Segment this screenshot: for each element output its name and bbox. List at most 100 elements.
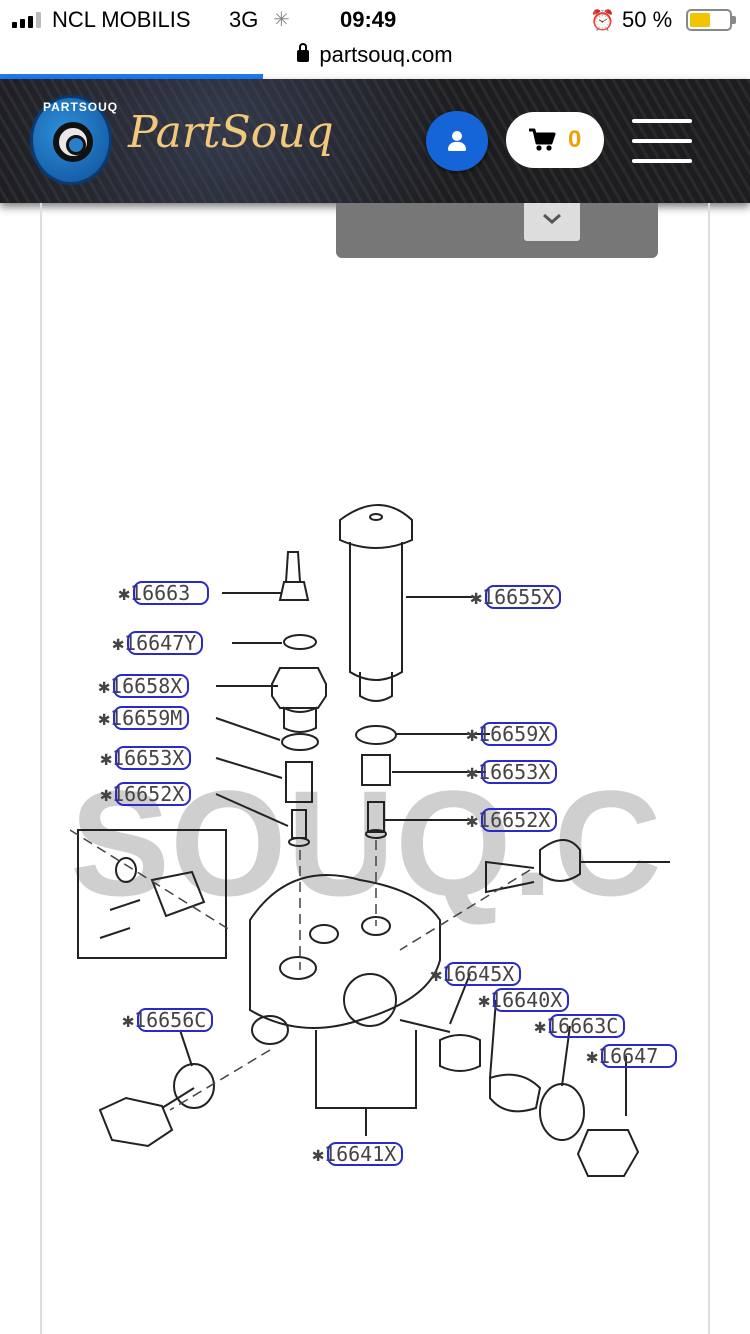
part-number-link: 16652 <box>478 808 538 832</box>
part-highlight <box>481 808 557 832</box>
part-label[interactable]: ✱16659M <box>98 706 189 730</box>
part-number-link: 16645 <box>442 962 502 986</box>
svg-text:✱16652X: ✱16652X <box>100 782 184 806</box>
partsouq-logo-icon[interactable]: PARTSOUQ <box>30 95 117 185</box>
part-prefix: ✱ <box>466 760 478 784</box>
activity-spinner-icon: ✳ <box>273 9 290 31</box>
svg-text:✱16647Y: ✱16647Y <box>112 631 196 655</box>
part-highlight <box>115 782 191 806</box>
hamburger-menu-icon[interactable] <box>632 119 692 165</box>
dropdown-panel[interactable] <box>336 203 658 258</box>
part-prefix: ✱ <box>112 631 124 655</box>
part-number-link: 16647 <box>598 1044 658 1068</box>
part-number-link: 16659 <box>478 722 538 746</box>
part-label[interactable]: ✱16659X <box>466 722 557 746</box>
part-label[interactable]: ✱16647 <box>586 1044 677 1068</box>
part-number-link: 16663 <box>546 1014 606 1038</box>
svg-text:✱16641X: ✱16641X <box>312 1142 396 1166</box>
cart-icon <box>529 128 556 151</box>
part-label[interactable]: ✱16663C <box>534 1014 625 1038</box>
svg-text:✱16663C: ✱16663C <box>534 1014 618 1038</box>
brand-name[interactable]: PartSouq <box>128 107 334 158</box>
part-suffix: M <box>170 706 182 730</box>
address-bar[interactable]: partsouq.com <box>0 40 750 76</box>
part-number-link: 16655 <box>482 585 542 609</box>
part-prefix: ✱ <box>100 746 112 770</box>
part-suffix: X <box>172 746 184 770</box>
part-suffix: X <box>542 585 554 609</box>
part-prefix: ✱ <box>98 674 110 698</box>
svg-text:✱16647: ✱16647 <box>586 1044 658 1068</box>
part-highlight <box>549 1014 625 1038</box>
part-number-link: 16656 <box>134 1008 194 1032</box>
part-prefix: ✱ <box>586 1044 598 1068</box>
url-text[interactable]: partsouq.com <box>319 42 453 67</box>
part-labels[interactable]: ✱16663✱16647Y✱16658X✱16659M✱16653X✱16652… <box>98 581 677 1166</box>
svg-text:✱16653X: ✱16653X <box>466 760 550 784</box>
part-highlight <box>445 962 521 986</box>
svg-text:✱16652X: ✱16652X <box>466 808 550 832</box>
logo-text: PARTSOUQ <box>43 100 119 114</box>
part-prefix: ✱ <box>100 782 112 806</box>
signal-strength-icon <box>12 12 41 28</box>
part-highlight <box>137 1008 213 1032</box>
part-highlight <box>327 1142 403 1166</box>
network-type: 3G <box>229 7 259 32</box>
clock: 09:49 <box>340 7 397 32</box>
part-prefix: ✱ <box>478 988 490 1012</box>
part-suffix: X <box>170 674 182 698</box>
svg-text:✱16655X: ✱16655X <box>470 585 554 609</box>
watermark: SOUQ.C <box>70 759 662 927</box>
part-label[interactable]: ✱16645X <box>430 962 521 986</box>
svg-text:✱16659X: ✱16659X <box>466 722 550 746</box>
part-label[interactable]: ✱16640X <box>478 988 569 1012</box>
content-frame <box>40 203 710 1334</box>
svg-text:✱16658X: ✱16658X <box>98 674 182 698</box>
part-label[interactable]: ✱16663 <box>118 581 209 605</box>
part-number-link: 16659 <box>110 706 170 730</box>
battery-percentage: 50 % <box>622 7 673 32</box>
part-label[interactable]: ✱16656C <box>122 1008 213 1032</box>
status-bar: NCL MOBILIS 3G ✳ 09:49 ⏰ 50 % <box>0 0 750 40</box>
part-number-link: 16653 <box>112 746 172 770</box>
part-label[interactable]: ✱16647Y <box>112 631 203 655</box>
site-header: PARTSOUQ PartSouq 0 <box>0 79 750 203</box>
part-suffix: C <box>606 1014 618 1038</box>
part-prefix: ✱ <box>466 808 478 832</box>
part-number-link: 16641 <box>324 1142 384 1166</box>
cart-button[interactable]: 0 <box>506 112 604 168</box>
part-highlight <box>601 1044 677 1068</box>
part-prefix: ✱ <box>534 1014 546 1038</box>
part-highlight <box>493 988 569 1012</box>
part-suffix: C <box>194 1008 206 1032</box>
part-label[interactable]: ✱16653X <box>466 760 557 784</box>
svg-text:✱16653X: ✱16653X <box>100 746 184 770</box>
part-label[interactable]: ✱16641X <box>312 1142 403 1166</box>
part-prefix: ✱ <box>470 585 482 609</box>
part-label[interactable]: ✱16653X <box>100 746 191 770</box>
part-highlight <box>113 674 189 698</box>
part-prefix: ✱ <box>98 706 110 730</box>
part-prefix: ✱ <box>430 962 442 986</box>
part-number-link: 16663 <box>130 581 190 605</box>
part-prefix: ✱ <box>312 1142 324 1166</box>
lock-icon <box>297 43 310 62</box>
part-highlight <box>481 760 557 784</box>
part-label[interactable]: ✱16652X <box>466 808 557 832</box>
part-label[interactable]: ✱16658X <box>98 674 189 698</box>
part-highlight <box>485 585 561 609</box>
part-highlight <box>133 581 209 605</box>
parts-diagram[interactable]: SOUQ.C <box>70 490 680 1180</box>
chevron-down-icon[interactable] <box>524 203 580 241</box>
part-label[interactable]: ✱16655X <box>470 585 561 609</box>
part-label[interactable]: ✱16652X <box>100 782 191 806</box>
part-number-link: 16652 <box>112 782 172 806</box>
part-suffix: X <box>172 782 184 806</box>
part-suffix: Y <box>184 631 196 655</box>
svg-text:✱16663: ✱16663 <box>118 581 190 605</box>
account-button[interactable] <box>426 111 488 171</box>
part-number-link: 16647 <box>124 631 184 655</box>
part-suffix: X <box>550 988 562 1012</box>
part-prefix: ✱ <box>466 722 478 746</box>
part-suffix: X <box>538 722 550 746</box>
